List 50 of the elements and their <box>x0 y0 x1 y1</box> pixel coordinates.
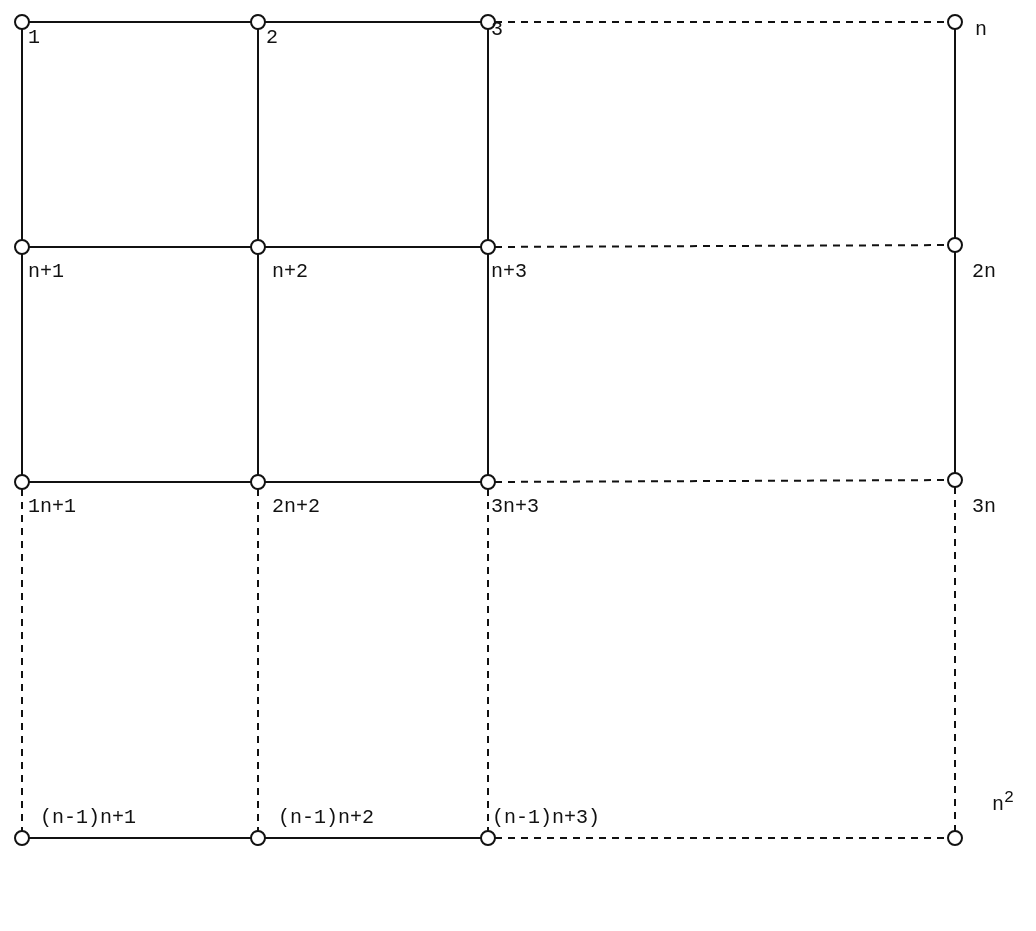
node-label: 2n+2 <box>272 497 320 517</box>
node-circle <box>250 830 266 846</box>
dashed-line <box>257 488 259 832</box>
dashed-line <box>487 488 489 832</box>
node-label: n <box>975 20 987 40</box>
node-circle <box>480 239 496 255</box>
node-label: n+1 <box>28 262 64 282</box>
connector-line <box>487 253 489 476</box>
connector-line <box>264 21 482 23</box>
dashed-line <box>954 486 956 832</box>
node-circle <box>14 14 30 30</box>
node-circle <box>947 472 963 488</box>
node-circle <box>480 474 496 490</box>
node-label: 3n <box>972 497 996 517</box>
node-label: (n-1)n+1 <box>40 808 136 828</box>
node-label: (n-1)n+3) <box>492 808 601 828</box>
node-circle <box>250 14 266 30</box>
connector-line <box>954 251 956 474</box>
connector-line <box>21 253 23 476</box>
node-label: 1 <box>28 28 40 48</box>
connector-line <box>28 837 252 839</box>
node-circle <box>947 14 963 30</box>
node-circle <box>14 474 30 490</box>
node-label: n+3 <box>491 262 527 282</box>
node-label: 2 <box>266 28 278 48</box>
node-label: 3n+3 <box>491 497 539 517</box>
connector-line <box>21 28 23 241</box>
connector-line <box>264 481 482 483</box>
node-circle <box>14 239 30 255</box>
connector-line <box>257 28 259 241</box>
connector-line <box>954 28 956 239</box>
connector-line <box>264 246 482 248</box>
node-label: 1n+1 <box>28 497 76 517</box>
node-label: n+2 <box>272 262 308 282</box>
node-label: n$^{2}$ <box>992 790 1014 815</box>
connector-line <box>28 21 252 23</box>
connector-line <box>28 481 252 483</box>
node-circle <box>250 474 266 490</box>
node-circle <box>947 237 963 253</box>
node-label: 2n <box>972 262 996 282</box>
dashed-line <box>21 488 23 832</box>
connector-line <box>264 837 482 839</box>
node-label: (n-1)n+2 <box>278 808 374 828</box>
connector-line <box>487 28 489 241</box>
node-circle <box>480 830 496 846</box>
node-circle <box>250 239 266 255</box>
node-circle <box>947 830 963 846</box>
node-circle <box>14 830 30 846</box>
connector-line <box>257 253 259 476</box>
connector-line <box>28 246 252 248</box>
